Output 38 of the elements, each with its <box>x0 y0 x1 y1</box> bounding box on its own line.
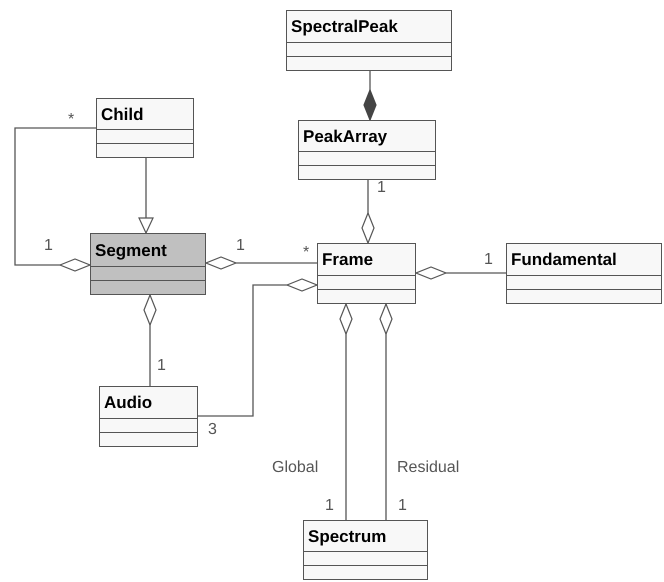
multiplicity-label: 1 <box>484 252 493 268</box>
class-name: Segment <box>95 242 167 258</box>
aggregation-line <box>379 303 393 520</box>
multiplicity-label: 3 <box>208 422 217 438</box>
aggregation-line <box>198 278 318 417</box>
class-box <box>317 243 416 304</box>
multiplicity-label: 1 <box>157 358 166 374</box>
class-box <box>303 520 428 580</box>
class-name: PeakArray <box>303 128 388 144</box>
class-box <box>298 120 436 180</box>
multiplicity-label: 1 <box>44 238 53 254</box>
aggregation-line <box>415 266 506 280</box>
class-name: Spectrum <box>308 528 386 544</box>
class-box <box>90 233 206 295</box>
class-name: Frame <box>322 251 374 268</box>
aggregation-line <box>14 127 96 272</box>
class-name: Audio <box>104 394 152 411</box>
aggregation-line <box>361 180 375 244</box>
multiplicity-label: 1 <box>236 238 245 254</box>
class-name: Child <box>101 106 144 122</box>
class-box <box>286 10 452 71</box>
multiplicity-label: 1 <box>325 498 334 514</box>
aggregation-line <box>143 294 157 386</box>
generalization-arrow <box>138 158 154 234</box>
multiplicity-label: * <box>68 112 74 128</box>
role-label: Residual <box>397 458 460 478</box>
class-box <box>96 98 194 158</box>
multiplicity-label: * <box>303 245 310 261</box>
multiplicity-label: 1 <box>398 498 407 514</box>
class-name: Fundamental <box>511 251 617 268</box>
aggregation-line <box>363 71 377 121</box>
class-box <box>506 243 662 304</box>
class-name: SpectralPeak <box>291 18 398 35</box>
role-label: Global <box>272 458 318 478</box>
class-box <box>99 386 198 447</box>
aggregation-line <box>339 303 353 520</box>
aggregation-line <box>205 256 317 270</box>
multiplicity-label: 1 <box>377 180 386 196</box>
